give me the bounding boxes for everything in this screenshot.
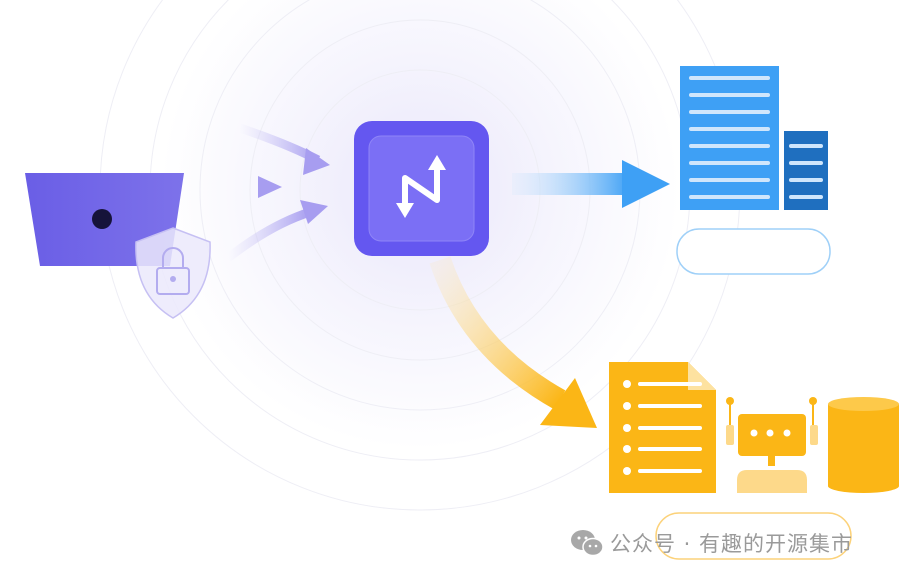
outgoing-arrow-server bbox=[512, 160, 670, 208]
gateway-icon bbox=[354, 121, 489, 256]
watermark-text: 公众号 · 有趣的开源集市 bbox=[610, 532, 854, 556]
server-building-icon bbox=[680, 66, 828, 210]
wechat-icon bbox=[571, 530, 604, 557]
document-icon bbox=[609, 362, 716, 493]
robot-icon bbox=[726, 397, 818, 493]
incoming-arrows bbox=[205, 123, 330, 262]
storage-label-pill bbox=[655, 512, 852, 560]
outgoing-arrow-storage bbox=[429, 256, 597, 428]
watermark: 公众号 · 有趣的开源集市 bbox=[570, 528, 853, 558]
server-label-pill bbox=[676, 228, 831, 275]
database-icon bbox=[828, 397, 899, 493]
security-shield-icon bbox=[135, 227, 211, 319]
